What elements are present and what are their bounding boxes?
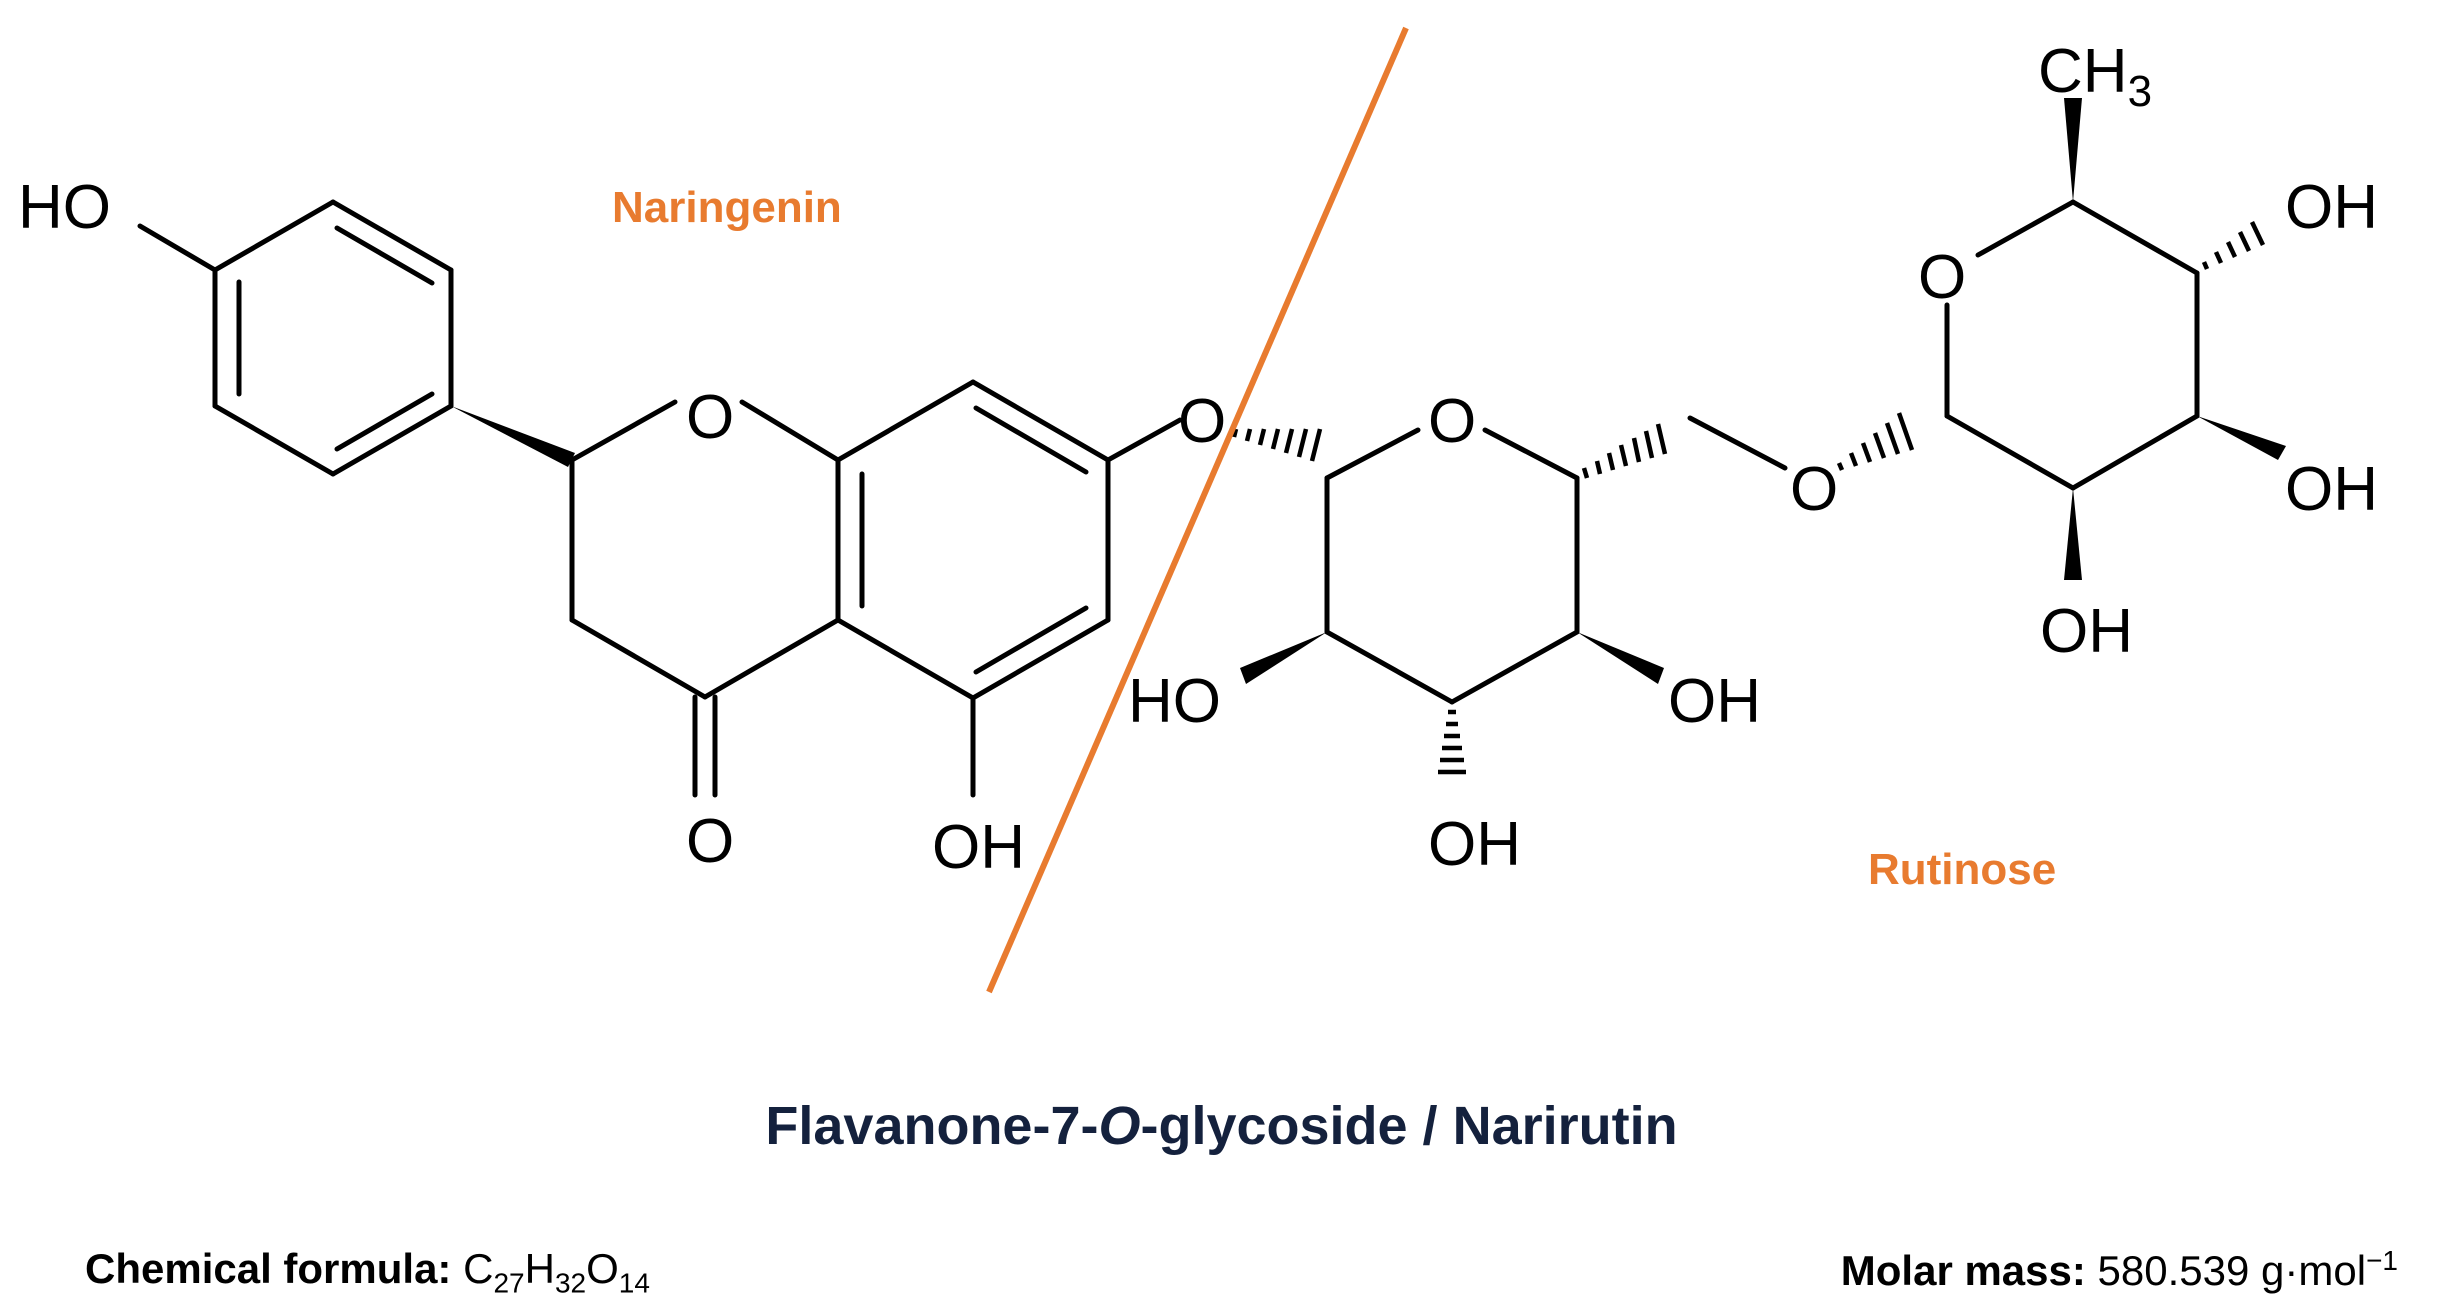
- glucose-c4-wedge: [1577, 632, 1664, 684]
- glucose-c2-wedge: [1240, 632, 1327, 684]
- ch3-subscript: 3: [2128, 67, 2152, 116]
- o-interglycosidic-label: O: [1790, 455, 1838, 524]
- c2-stereo-wedge: [451, 406, 575, 467]
- title-italic-o: O: [1098, 1096, 1141, 1156]
- rhamnose-c4-hash: [2201, 221, 2266, 270]
- o-rhamnose-ring-label: O: [1918, 243, 1966, 312]
- oh-rhamnose-upper-label: OH: [2285, 173, 2378, 242]
- naringenin-label: Naringenin: [612, 183, 842, 232]
- phenol-oh-bond: [137, 223, 218, 273]
- formula-o: O: [586, 1245, 619, 1292]
- chromanone-ring: [569, 399, 841, 798]
- o-glucose-ring-label: O: [1428, 387, 1476, 456]
- glucose-c5-hash: [1581, 423, 1668, 479]
- oh-c5-label: OH: [932, 813, 1025, 882]
- o-chromane-label: O: [686, 383, 734, 452]
- oh-rhamnose-bottom-label: OH: [2040, 597, 2133, 666]
- glycosidic-hash: [1231, 428, 1323, 462]
- oh-glucose-bottom-label: OH: [1428, 810, 1521, 879]
- glucose-c3-hash: [1438, 709, 1466, 775]
- interglycosidic-hash: [1836, 412, 1915, 471]
- formula-h-count: 32: [554, 1267, 587, 1299]
- molar-mass-exponent: −1: [2366, 1245, 2398, 1276]
- formula-c: C: [463, 1245, 494, 1292]
- ho-glucose-left-label: HO: [1128, 667, 1221, 736]
- oh-rhamnose-lower-label: OH: [2285, 455, 2378, 524]
- ch3-main: CH: [2038, 37, 2128, 106]
- molar-mass-value: 580.539 g·mol: [2097, 1247, 2367, 1294]
- formula-o-count: 14: [618, 1267, 650, 1299]
- phenol-ring: [212, 199, 454, 477]
- formula-h: H: [524, 1245, 555, 1292]
- compound-title: Flavanone-7-O-glycoside / Narirutin: [0, 1095, 2443, 1157]
- title-part-1: Flavanone-7-: [765, 1096, 1099, 1156]
- rhamnose-ch3-wedge: [2064, 98, 2082, 202]
- ho-top-left-label: HO: [18, 173, 111, 242]
- ch2-o-bond: [1687, 415, 1788, 471]
- c7-o-bond: [1105, 417, 1183, 463]
- o-carbonyl-label: O: [686, 807, 734, 876]
- chemical-formula: Chemical formula: C27H32O14: [85, 1245, 650, 1299]
- oh-glucose-right-label: OH: [1668, 667, 1761, 736]
- rhamnose-c3-wedge: [2197, 416, 2286, 460]
- glucose-ring: [1324, 427, 1580, 705]
- title-part-2: -glycoside / Narirutin: [1140, 1096, 1678, 1156]
- molar-mass-label: Molar mass:: [1840, 1247, 2086, 1294]
- formula-c-count: 27: [493, 1267, 525, 1299]
- ch3-label: CH3: [2038, 37, 2152, 116]
- rhamnose-ring: [1944, 199, 2200, 491]
- molar-mass: Molar mass: 580.539 g·mol−1: [1841, 1245, 2398, 1295]
- aglycone-sugar-divider: [986, 26, 1409, 994]
- narirutin-structure: HO O O O OH O HO OH OH O O CH3 OH OH OH …: [18, 26, 2378, 994]
- formula-label: Chemical formula:: [85, 1245, 452, 1292]
- rhamnose-c2-wedge: [2064, 488, 2082, 580]
- o-glycosidic-label: O: [1178, 387, 1226, 456]
- a-ring: [835, 379, 1111, 798]
- rutinose-label: Rutinose: [1868, 845, 2056, 894]
